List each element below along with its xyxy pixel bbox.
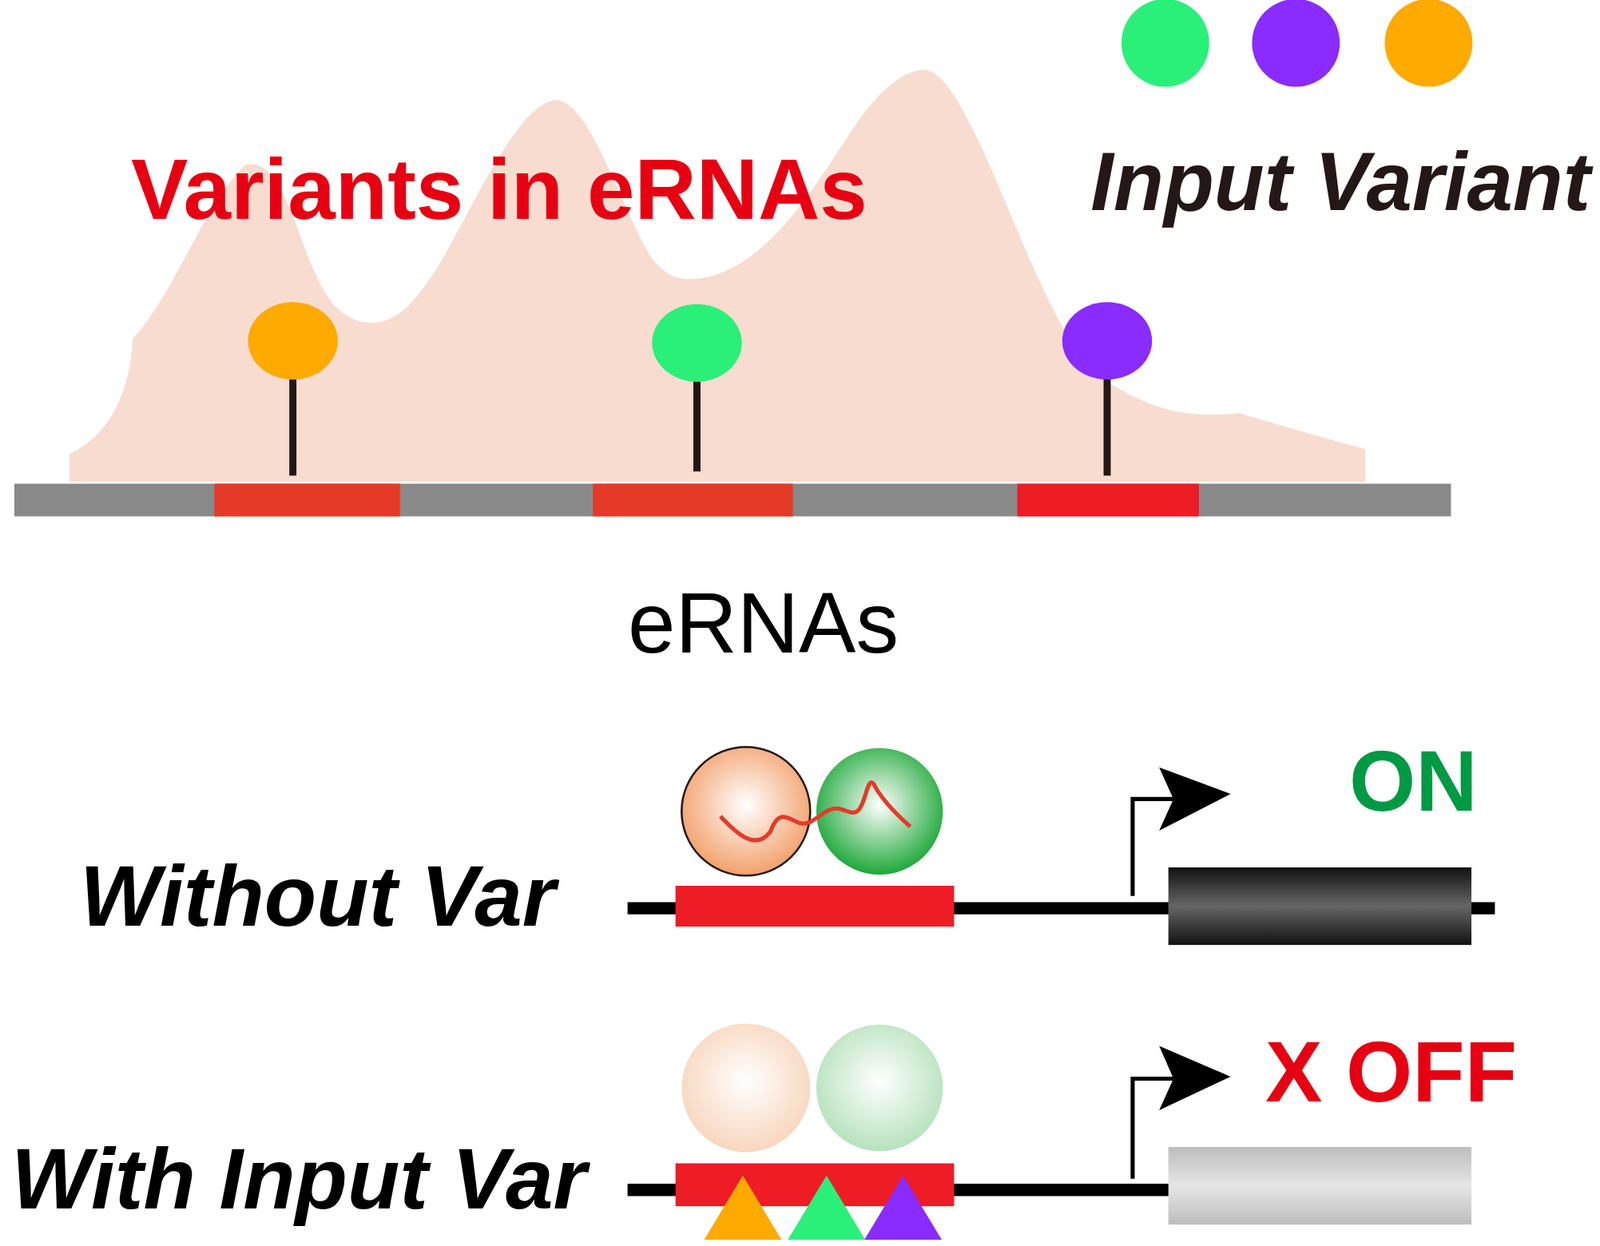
erna-segment (214, 484, 400, 517)
protein (816, 1024, 943, 1152)
variant-head (1062, 301, 1152, 380)
heading-label: Variants in eRNAs (131, 146, 868, 233)
variant-dot (1384, 0, 1473, 88)
variant-triangle (864, 1175, 942, 1240)
variant-head (651, 304, 742, 382)
variant-stem (289, 375, 297, 476)
variant-triangle (703, 1175, 782, 1240)
variant-dot (1251, 0, 1340, 88)
variant-stem (693, 381, 701, 472)
genome-bar (14, 484, 1452, 517)
protein (816, 748, 943, 875)
row-label: With Input Var (11, 1136, 587, 1223)
enhancer-bar (675, 885, 955, 927)
erna-segment (1017, 484, 1200, 517)
protein (681, 746, 810, 876)
variant-stem (1103, 375, 1112, 476)
gene-box (1168, 1147, 1472, 1225)
track-label: eRNAs (627, 580, 899, 667)
variant-dot (1121, 0, 1210, 88)
arrow-head (1159, 1046, 1231, 1111)
erna-segment (592, 484, 793, 517)
arrow-head (1159, 767, 1231, 831)
state-label: X OFF (1265, 1029, 1517, 1116)
signal-peaks (69, 69, 1366, 482)
gene-box (1168, 867, 1472, 945)
row-label: Without Var (79, 853, 556, 940)
protein (681, 1023, 810, 1152)
variant-head (247, 301, 338, 380)
variant-triangle (787, 1175, 866, 1240)
legend-title: Input Variant (1090, 140, 1591, 223)
state-label: ON (1349, 738, 1478, 825)
erna-strand (720, 782, 911, 842)
